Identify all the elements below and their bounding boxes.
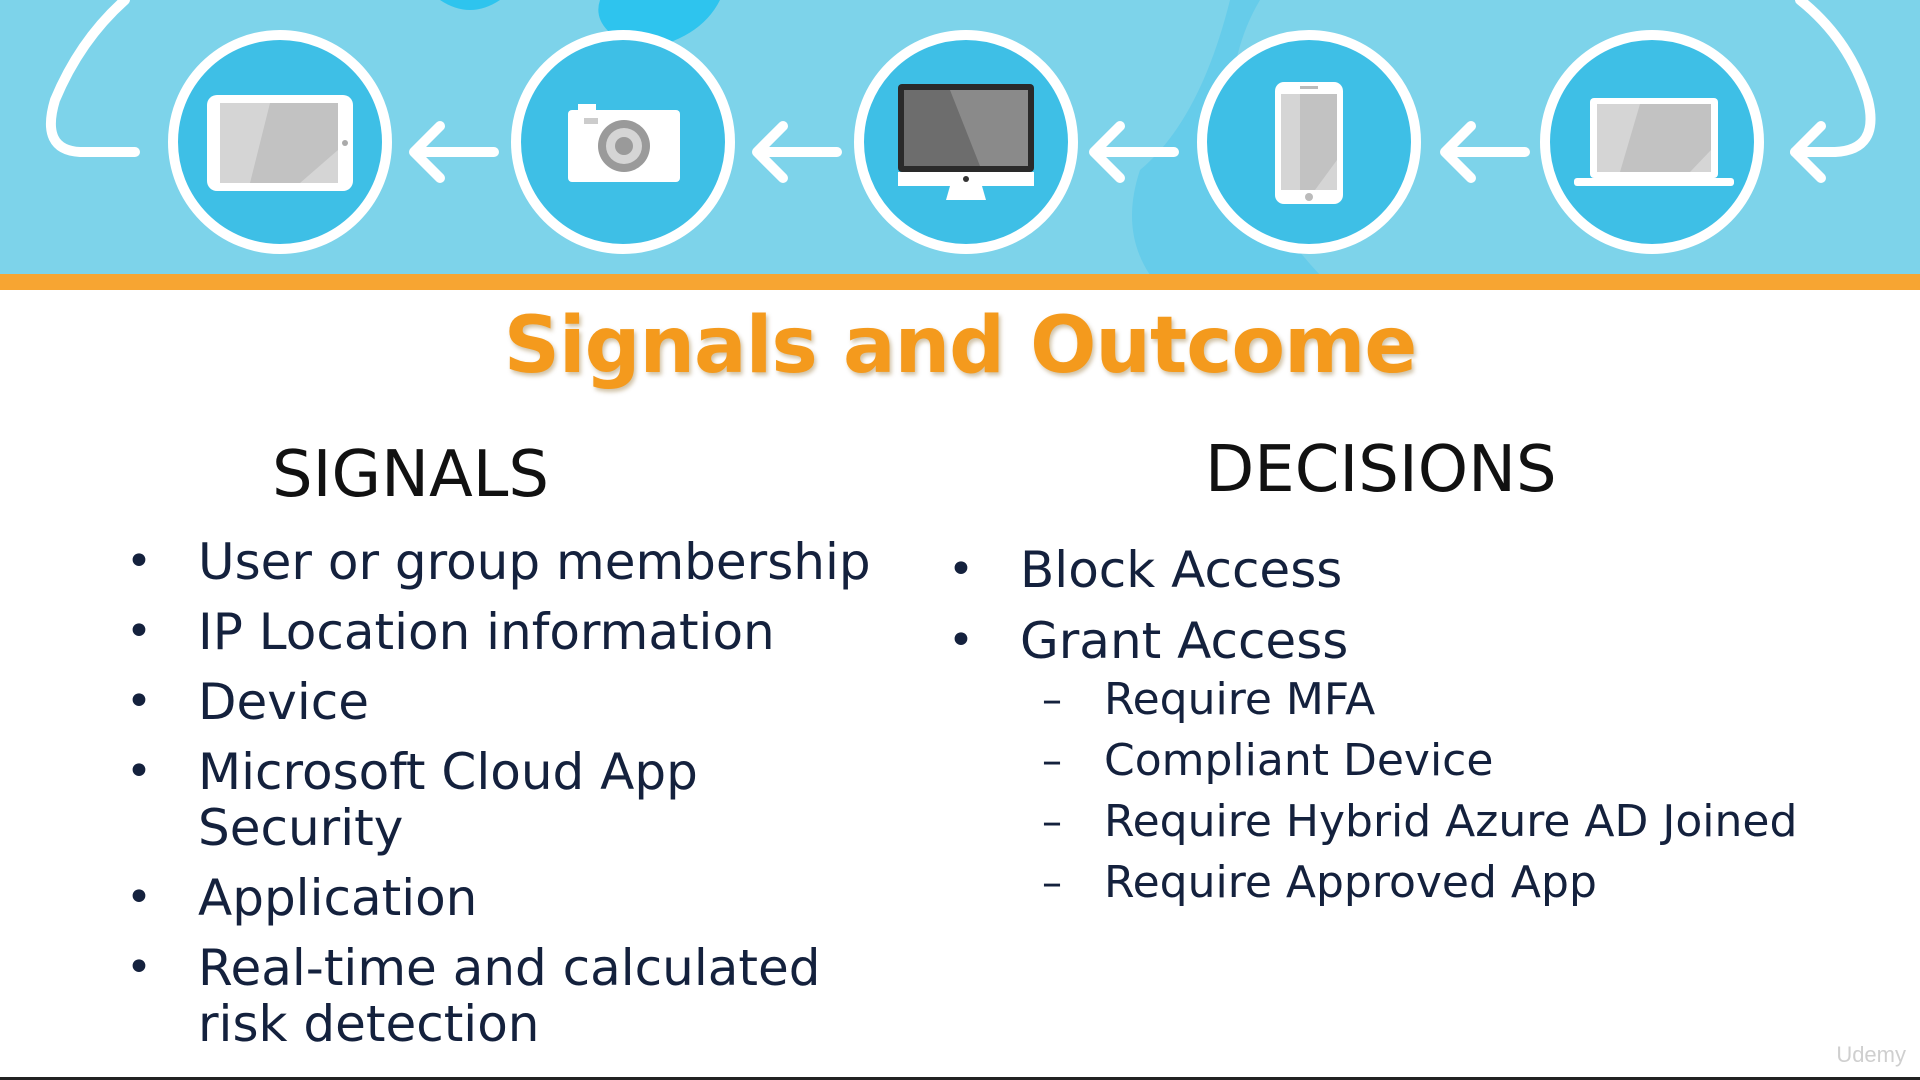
phone-icon bbox=[1275, 82, 1343, 204]
bullet-icon: • bbox=[126, 942, 152, 993]
list-item: –Compliant Device bbox=[1042, 735, 1820, 787]
signal-label: Application bbox=[198, 869, 478, 927]
bullet-icon: • bbox=[948, 544, 974, 595]
grant-option-label: Require Hybrid Azure AD Joined bbox=[1104, 796, 1798, 847]
dash-icon: – bbox=[1042, 738, 1062, 784]
bullet-icon: • bbox=[126, 606, 152, 657]
decision-label: Grant Access bbox=[1020, 612, 1349, 670]
signal-label: IP Location information bbox=[198, 603, 775, 661]
tablet-icon bbox=[207, 95, 353, 191]
udemy-watermark: Udemy bbox=[1836, 1042, 1906, 1067]
dash-icon: – bbox=[1042, 860, 1062, 906]
decisions-heading: DECISIONS bbox=[1205, 433, 1557, 507]
list-item: • Real-time and calculated risk detection bbox=[126, 939, 858, 1053]
signals-heading: SIGNALS bbox=[272, 438, 550, 512]
list-item: • User or group membership bbox=[126, 533, 918, 591]
signal-label: User or group membership bbox=[198, 533, 871, 591]
decision-label: Block Access bbox=[1020, 541, 1343, 599]
bullet-icon: • bbox=[126, 676, 152, 727]
bullet-icon: • bbox=[126, 536, 152, 587]
list-item: –Require MFA bbox=[1042, 674, 1820, 726]
list-item: –Require Approved App bbox=[1042, 857, 1820, 909]
signals-list: • User or group membership • IP Location i… bbox=[126, 533, 918, 1066]
bullet-icon: • bbox=[948, 615, 974, 666]
dash-icon: – bbox=[1042, 677, 1062, 723]
slide-title: Signals and Outcome bbox=[503, 301, 1418, 391]
dash-icon: – bbox=[1042, 799, 1062, 845]
bullet-icon: • bbox=[126, 746, 152, 797]
list-item: • IP Location information bbox=[126, 603, 918, 661]
grant-option-label: Require Approved App bbox=[1104, 857, 1597, 908]
signal-label: Device bbox=[198, 673, 369, 731]
bullet-icon: • bbox=[126, 872, 152, 923]
list-item: • Application bbox=[126, 869, 918, 927]
list-item: • Block Access bbox=[948, 541, 1820, 599]
laptop-icon bbox=[1574, 98, 1734, 186]
grant-option-label: Require MFA bbox=[1104, 674, 1376, 725]
list-item: –Require Hybrid Azure AD Joined bbox=[1042, 796, 1820, 848]
decisions-list: •Block Access •Grant Access –Require MFA… bbox=[948, 541, 1820, 918]
grant-option-label: Compliant Device bbox=[1104, 735, 1494, 786]
list-item: • Grant Access bbox=[948, 612, 1820, 670]
signal-label: Real-time and calculated risk detection bbox=[198, 939, 821, 1053]
camera-icon bbox=[568, 104, 680, 182]
list-item: • Device bbox=[126, 673, 918, 731]
device-cycle-banner bbox=[0, 0, 1920, 290]
list-item: • Microsoft Cloud App Security bbox=[126, 743, 918, 857]
bottom-divider bbox=[0, 1077, 1920, 1080]
signal-label: Microsoft Cloud App Security bbox=[198, 743, 698, 857]
monitor-icon bbox=[898, 84, 1034, 200]
